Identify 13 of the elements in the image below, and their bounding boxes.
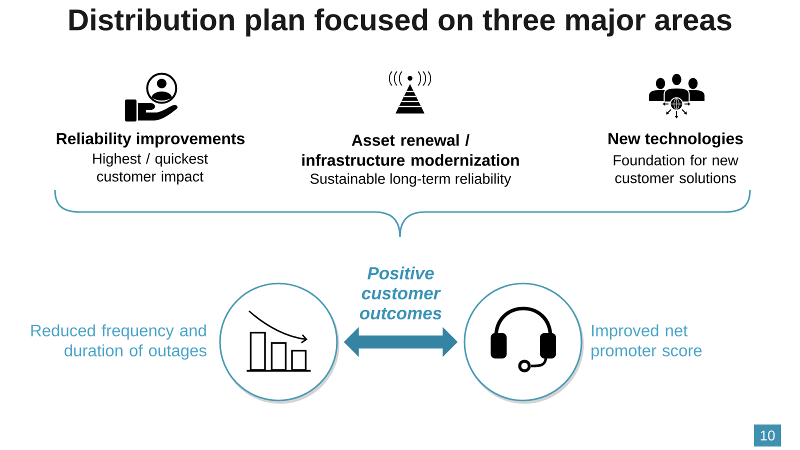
side-caption: Reduced frequency and duration of outages xyxy=(31,324,206,360)
column-heading: Reliability improvements xyxy=(56,132,245,148)
icon-circle xyxy=(464,282,584,404)
column-heading: New technologies xyxy=(608,132,743,148)
icon-circle xyxy=(219,282,340,404)
title: Distribution plan focused on three major areas xyxy=(69,8,732,36)
side-caption: Improved net promoter score xyxy=(592,324,702,360)
edge-label: Positive customer outcomes xyxy=(352,266,450,320)
page-number: 10 xyxy=(754,424,781,446)
column-text: Foundation for new customer solutions xyxy=(614,154,738,184)
column-heading: Asset renewal / infrastructure modernization xyxy=(302,134,519,166)
column-text: Sustainable long-term reliability xyxy=(310,173,512,187)
column-text: Highest / quickest customer impact xyxy=(93,153,208,184)
